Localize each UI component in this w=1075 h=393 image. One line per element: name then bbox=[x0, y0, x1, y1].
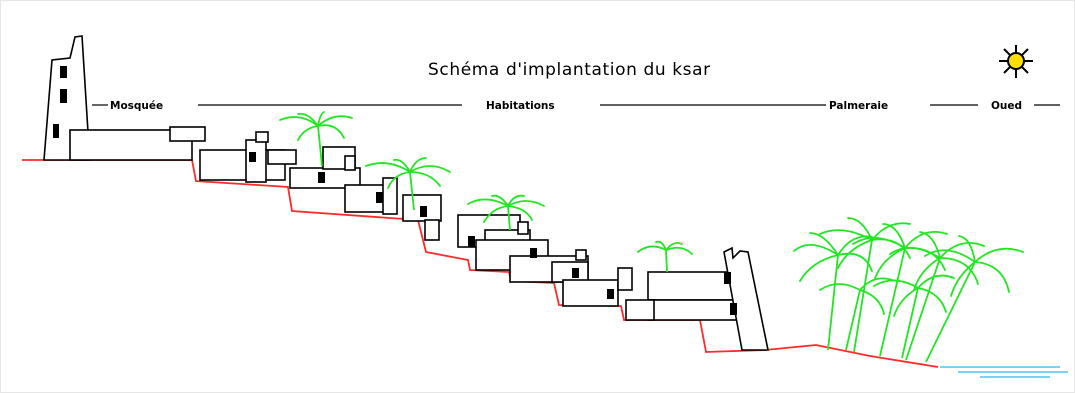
palm-tree-icon bbox=[467, 194, 545, 231]
minaret-window bbox=[60, 89, 67, 103]
house bbox=[562, 267, 633, 307]
label-houses: Habitations bbox=[486, 100, 555, 112]
palm-tree-icon bbox=[924, 235, 1024, 363]
palm-tree-icon bbox=[637, 240, 693, 273]
house bbox=[625, 246, 769, 351]
sun-icon bbox=[999, 45, 1033, 78]
house bbox=[509, 248, 589, 283]
zone-labels: Mosquée Habitations Palmeraie Oued bbox=[92, 100, 1060, 112]
palm-tree-icon bbox=[793, 232, 873, 351]
palm-tree-icon bbox=[819, 277, 893, 351]
palm-tree-icon bbox=[819, 217, 911, 353]
palm-tree-icon bbox=[279, 111, 353, 167]
mosque-minaret-icon bbox=[43, 35, 206, 161]
label-palm-grove: Palmeraie bbox=[829, 100, 888, 112]
diagram-title: Schéma d'implantation du ksar bbox=[428, 60, 711, 80]
label-mosque: Mosquée bbox=[110, 100, 163, 112]
palm-tree-icon bbox=[873, 274, 955, 359]
house bbox=[289, 146, 361, 189]
palm-grove bbox=[793, 217, 1024, 363]
house bbox=[199, 131, 297, 183]
house bbox=[402, 194, 442, 241]
minaret-window bbox=[60, 66, 67, 78]
palm-tree-icon bbox=[365, 157, 451, 211]
palm-tree-icon bbox=[852, 223, 948, 357]
house bbox=[344, 177, 398, 215]
label-wadi: Oued bbox=[991, 100, 1022, 112]
minaret-window bbox=[53, 124, 59, 138]
wadi-water bbox=[940, 366, 1068, 378]
